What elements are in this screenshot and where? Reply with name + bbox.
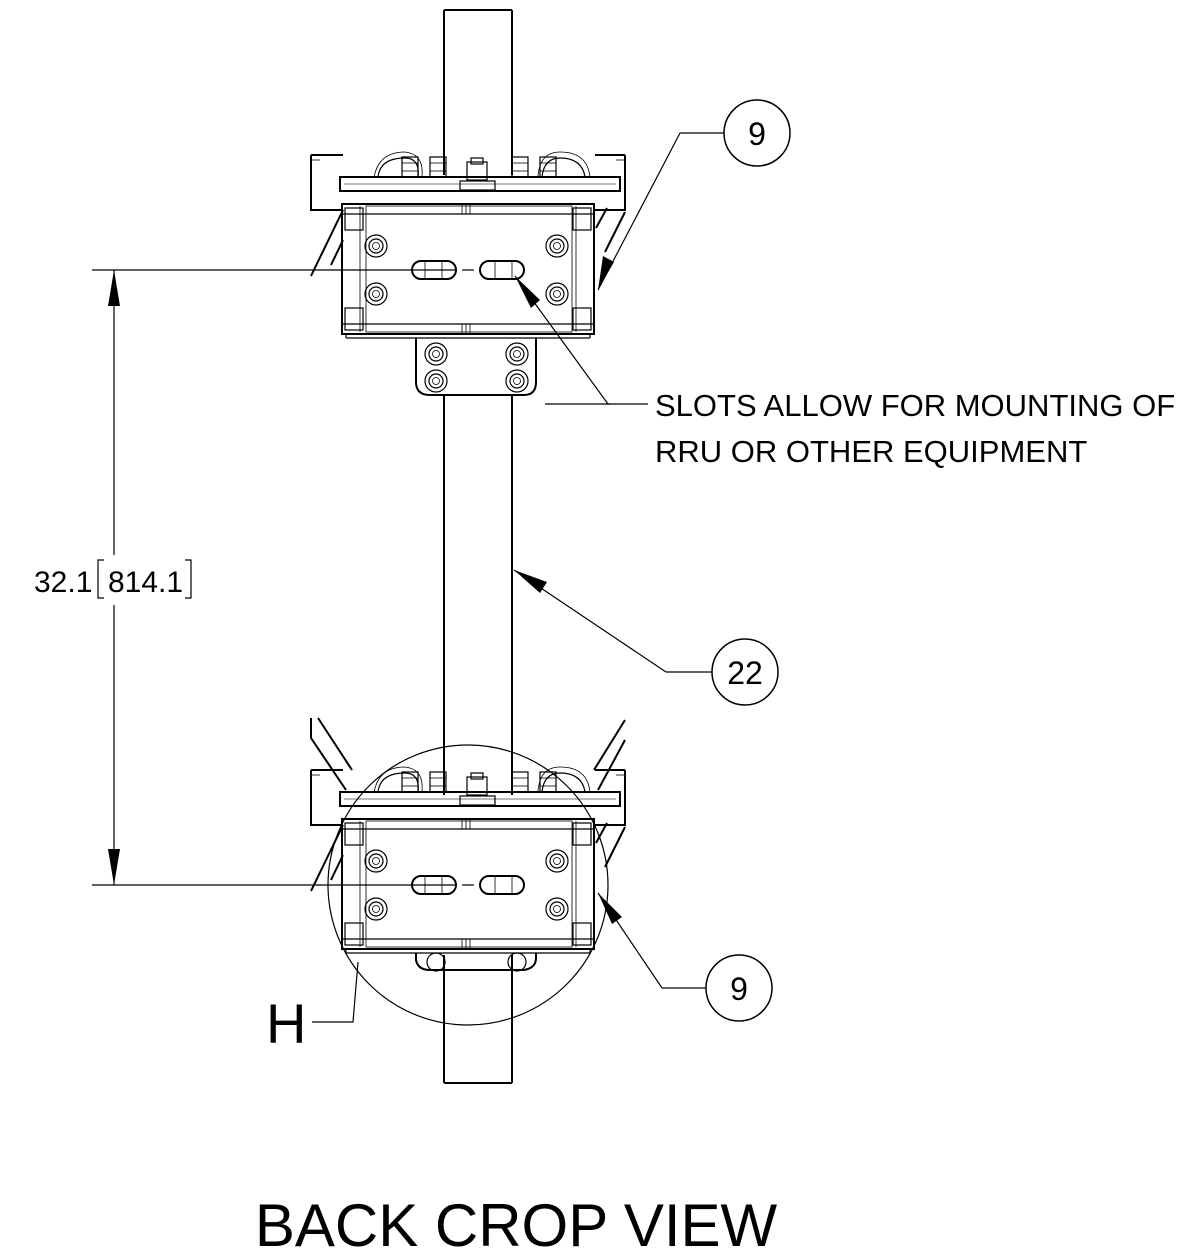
bottom-mounting-bracket — [310, 717, 625, 972]
note-line-2: RRU OR OTHER EQUIPMENT — [655, 434, 1087, 469]
top-mounting-bracket — [311, 152, 625, 396]
callout-9-top: 9 — [748, 116, 766, 152]
callout-9-top-leader — [597, 99, 791, 291]
pipe — [443, 9, 513, 1084]
dimension-metric: 814.1 — [108, 566, 183, 599]
callout-9-bottom: 9 — [730, 971, 748, 1007]
note-line-1: SLOTS ALLOW FOR MOUNTING OF — [655, 388, 1175, 423]
detail-label-h: H — [266, 992, 306, 1055]
callout-9-bottom-leader — [597, 892, 773, 1022]
callout-22-leader — [513, 569, 779, 706]
dimension-line — [92, 269, 456, 886]
view-title: BACK CROP VIEW — [255, 1192, 778, 1259]
dimension-metric-bracket — [97, 559, 192, 599]
dimension-imperial: 32.1 — [34, 566, 92, 599]
callout-22: 22 — [727, 655, 763, 691]
note-leader — [514, 275, 648, 405]
